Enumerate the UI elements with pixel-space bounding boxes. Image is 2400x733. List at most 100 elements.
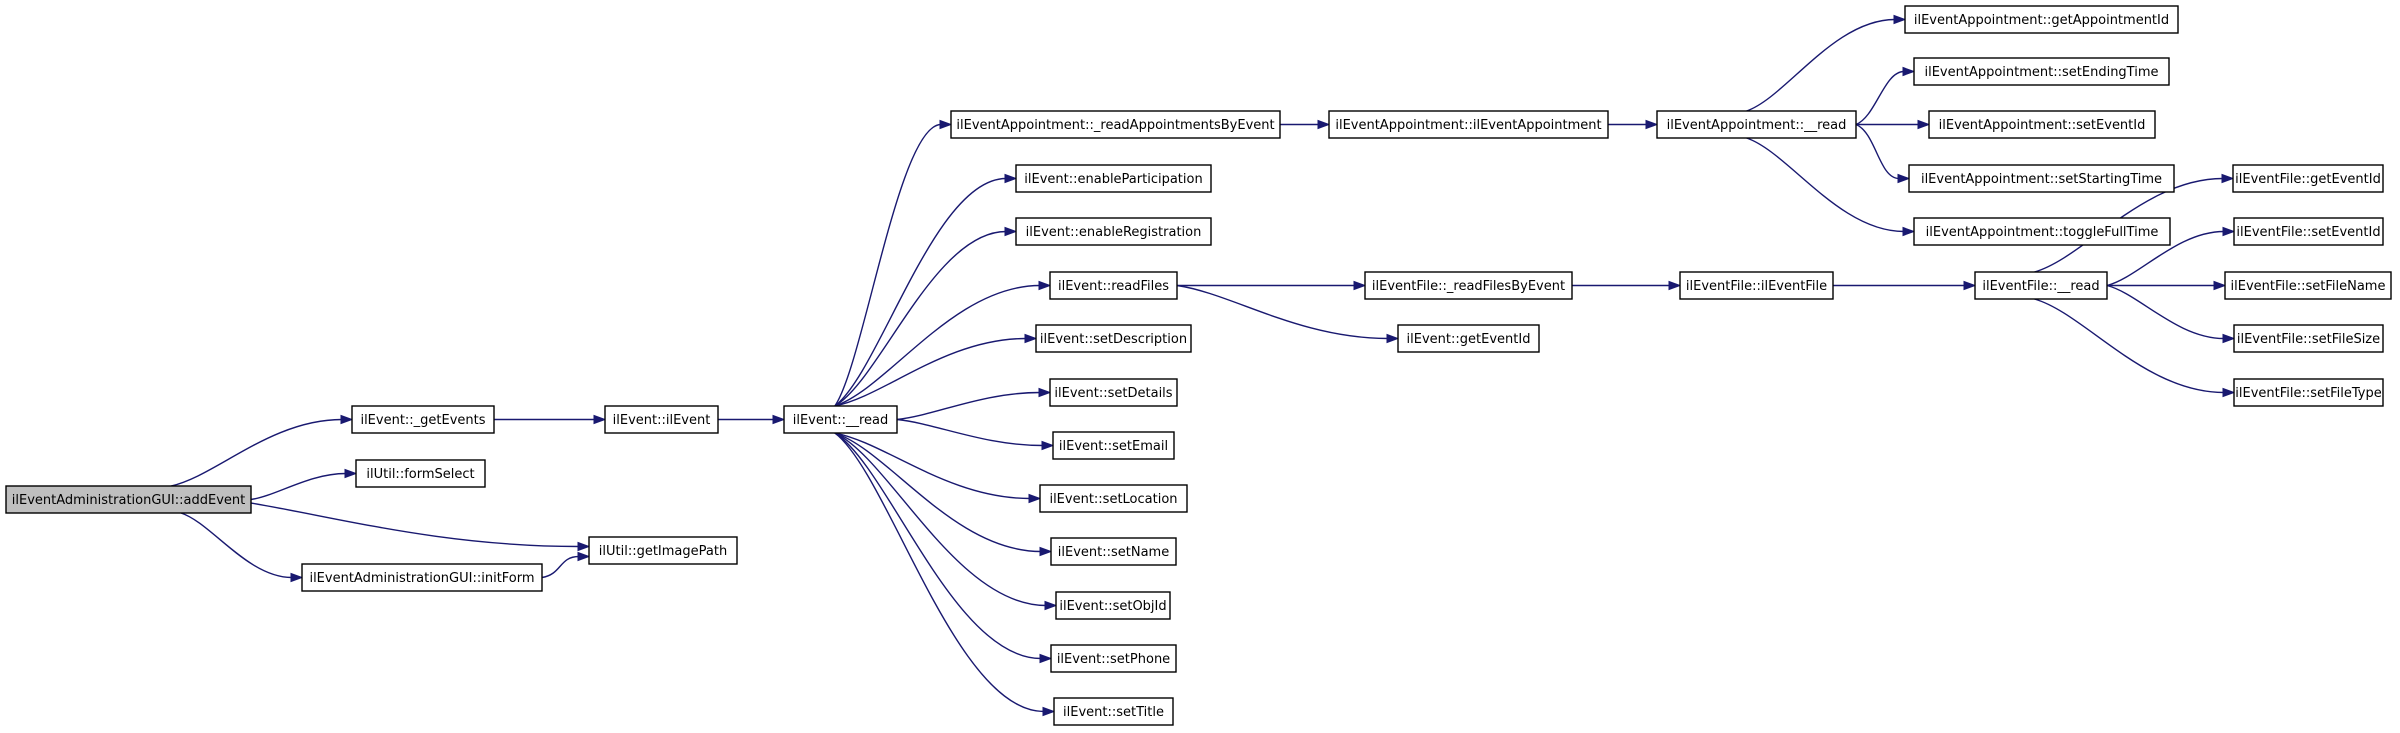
edge-arrowhead xyxy=(1041,440,1055,451)
node-box xyxy=(301,563,543,592)
node-eventRead[interactable]: ilEvent::__read xyxy=(783,405,898,434)
node-readFiles[interactable]: ilEvent::readFiles xyxy=(1049,271,1178,300)
edge-arrowhead xyxy=(1044,600,1058,611)
node-box xyxy=(950,110,1281,139)
edge-addEvent-to-getEvents xyxy=(170,414,354,487)
node-label: ilEventAdministrationGUI::initForm xyxy=(309,571,534,586)
node-label: ilEventFile::setFileType xyxy=(2235,386,2381,401)
node-addEvent[interactable]: ilEventAdministrationGUI::addEvent xyxy=(5,485,252,514)
node-toggleFullTime[interactable]: ilEventAppointment::toggleFullTime xyxy=(1913,217,2171,246)
node-setFileType[interactable]: ilEventFile::setFileType xyxy=(2233,378,2384,407)
node-formSelect[interactable]: ilUtil::formSelect xyxy=(355,459,486,488)
node-box xyxy=(1679,271,1834,300)
node-box xyxy=(1015,164,1212,193)
node-label: ilEvent::ilEvent xyxy=(613,413,711,428)
edge-line xyxy=(1746,18,1896,112)
edge-line xyxy=(541,555,580,579)
node-eventGetEventId[interactable]: ilEvent::getEventId xyxy=(1397,324,1540,353)
edge-fileCtor-to-fileRead xyxy=(1833,280,1977,291)
edge-arrowhead xyxy=(1897,173,1911,184)
edge-addEvent-to-formSelect xyxy=(250,468,358,501)
node-setStartingTime[interactable]: ilEventAppointment::setStartingTime xyxy=(1908,164,2175,193)
edge-arrowhead xyxy=(344,468,358,479)
node-readAppts[interactable]: ilEventAppointment::_readAppointmentsByE… xyxy=(950,110,1281,139)
node-box xyxy=(5,485,252,514)
edge-arrowhead xyxy=(593,414,607,425)
edge-apptRead-to-toggleFullTime xyxy=(1746,137,1916,237)
node-label: ilEventFile::ilEventFile xyxy=(1686,279,1827,294)
node-apptSetEventId[interactable]: ilEventAppointment::setEventId xyxy=(1928,110,2156,139)
node-setLocation[interactable]: ilEvent::setLocation xyxy=(1039,484,1188,513)
edge-arrowhead xyxy=(1902,226,1916,237)
edge-line xyxy=(896,391,1041,421)
edge-line xyxy=(1176,284,1389,340)
node-box xyxy=(1055,591,1171,620)
node-label: ilEvent::setDescription xyxy=(1040,332,1187,347)
edge-line xyxy=(2034,298,2225,394)
edge-arrowhead xyxy=(2213,280,2227,291)
node-setTitle[interactable]: ilEvent::setTitle xyxy=(1053,697,1174,726)
node-label: ilEvent::setLocation xyxy=(1049,492,1177,507)
node-setFileName[interactable]: ilEventFile::setFileName xyxy=(2224,271,2392,300)
edge-line xyxy=(834,230,1007,407)
node-readFilesByEvent[interactable]: ilEventFile::_readFilesByEvent xyxy=(1364,271,1573,300)
node-label: ilEventAppointment::setStartingTime xyxy=(1921,172,2162,187)
edge-eventRead-to-setName xyxy=(834,432,1053,557)
node-setDescription[interactable]: ilEvent::setDescription xyxy=(1035,324,1192,353)
edge-line xyxy=(250,472,347,501)
node-fileGetEventId[interactable]: ilEventFile::getEventId xyxy=(2232,164,2384,193)
node-box xyxy=(1049,271,1178,300)
node-box xyxy=(351,405,495,434)
node-ilEvent[interactable]: ilEvent::ilEvent xyxy=(604,405,719,434)
edge-addEvent-to-getImagePath xyxy=(195,495,591,552)
node-label: ilEventAppointment::ilEventAppointment xyxy=(1335,118,1601,133)
edge-eventRead-to-readAppts xyxy=(834,119,953,407)
node-box xyxy=(1974,271,2108,300)
edge-readFiles-to-readFilesByEvent xyxy=(1177,280,1367,291)
node-enablePart[interactable]: ilEvent::enableParticipation xyxy=(1015,164,1212,193)
edge-arrowhead xyxy=(1893,14,1907,25)
node-box xyxy=(2224,271,2392,300)
node-getImagePath[interactable]: ilUtil::getImagePath xyxy=(588,536,738,565)
node-fileRead[interactable]: ilEventFile::__read xyxy=(1974,271,2108,300)
edge-arrowhead xyxy=(939,119,953,130)
edge-arrowhead xyxy=(577,541,591,552)
node-box xyxy=(1049,378,1178,407)
node-setPhone[interactable]: ilEvent::setPhone xyxy=(1050,644,1177,673)
node-apptRead[interactable]: ilEventAppointment::__read xyxy=(1656,110,1857,139)
edge-line xyxy=(896,418,1044,447)
node-setEndingTime[interactable]: ilEventAppointment::setEndingTime xyxy=(1913,57,2170,86)
node-box xyxy=(1908,164,2175,193)
edge-line xyxy=(1746,137,1905,233)
node-getApptId[interactable]: ilEventAppointment::getAppointmentId xyxy=(1904,5,2179,34)
node-enableReg[interactable]: ilEvent::enableRegistration xyxy=(1015,217,1212,246)
node-setFileSize[interactable]: ilEventFile::setFileSize xyxy=(2233,324,2384,353)
edge-line xyxy=(834,432,1045,713)
node-box xyxy=(1053,697,1174,726)
node-box xyxy=(1328,110,1609,139)
edge-apptRead-to-getApptId xyxy=(1746,14,1907,112)
edge-line xyxy=(834,432,1042,660)
node-label: ilEvent::setPhone xyxy=(1057,652,1170,667)
node-setDetails[interactable]: ilEvent::setDetails xyxy=(1049,378,1178,407)
edge-arrowhead xyxy=(2221,173,2235,184)
node-label: ilEvent::enableParticipation xyxy=(1024,172,1202,187)
node-initForm[interactable]: ilEventAdministrationGUI::initForm xyxy=(301,563,543,592)
node-apptCtor[interactable]: ilEventAppointment::ilEventAppointment xyxy=(1328,110,1609,139)
node-box xyxy=(1397,324,1540,353)
node-setEmail[interactable]: ilEvent::setEmail xyxy=(1052,431,1175,460)
node-setObjId[interactable]: ilEvent::setObjId xyxy=(1055,591,1171,620)
node-getEvents[interactable]: ilEvent::_getEvents xyxy=(351,405,495,434)
edge-arrowhead xyxy=(1039,653,1053,664)
edge-arrowhead xyxy=(1024,333,1038,344)
edge-arrowhead xyxy=(290,572,304,583)
node-fileCtor[interactable]: ilEventFile::ilEventFile xyxy=(1679,271,1834,300)
node-box xyxy=(355,459,486,488)
node-box xyxy=(2233,324,2384,353)
edge-apptRead-to-apptSetEventId xyxy=(1856,119,1931,130)
node-label: ilEventFile::_readFilesByEvent xyxy=(1372,279,1565,294)
node-label: ilEventAppointment::setEndingTime xyxy=(1924,65,2158,80)
node-setName[interactable]: ilEvent::setName xyxy=(1050,537,1177,566)
node-fileSetEventId[interactable]: ilEventFile::setEventId xyxy=(2233,217,2384,246)
